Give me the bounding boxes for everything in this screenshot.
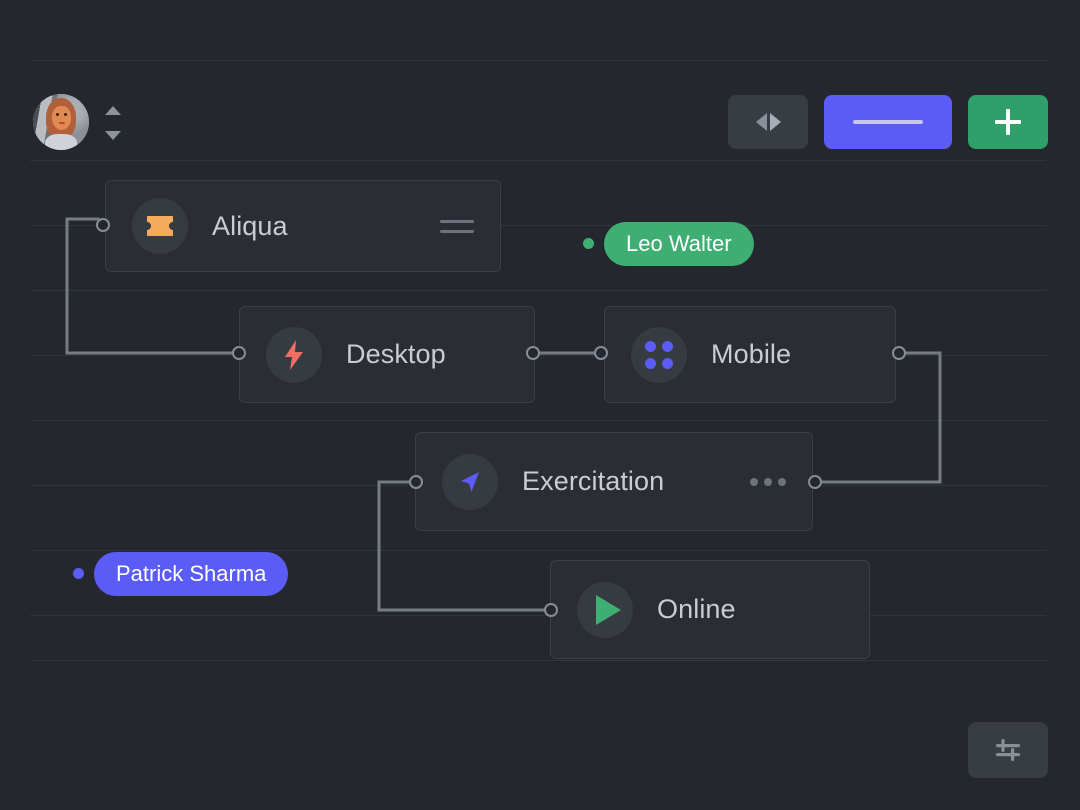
minus-button[interactable] <box>824 95 952 149</box>
pill-label: Leo Walter <box>626 231 732 256</box>
node-label: Desktop <box>346 339 446 369</box>
node-online[interactable]: Online <box>550 560 870 659</box>
navigation-arrow-icon-svg <box>461 471 479 492</box>
equals-menu-icon[interactable] <box>440 219 474 233</box>
port-exercitation-right[interactable] <box>808 475 822 489</box>
node-aliqua[interactable]: Aliqua <box>105 180 501 272</box>
port-desktop-left[interactable] <box>232 346 246 360</box>
grid-line <box>30 550 1046 551</box>
collapse-expand-button[interactable] <box>728 95 808 149</box>
grid-line <box>30 615 1046 616</box>
ticket-icon-svg <box>147 216 173 236</box>
status-dot-patrick-sharma <box>73 568 84 579</box>
avatar-eye-right <box>64 113 67 116</box>
port-mobile-left[interactable] <box>594 346 608 360</box>
node-label: Exercitation <box>522 466 665 496</box>
navigation-arrow-icon <box>442 453 498 510</box>
grid-dots-icon <box>631 326 687 383</box>
chevron-down-icon[interactable] <box>105 131 121 140</box>
node-mobile[interactable]: Mobile <box>604 306 896 403</box>
node-exercitation[interactable]: Exercitation <box>415 432 813 531</box>
ticket-icon <box>132 198 188 254</box>
avatar-eye-left <box>56 113 59 116</box>
plus-icon <box>995 109 1021 135</box>
avatar-face <box>52 106 71 130</box>
status-dot-leo-walter <box>583 238 594 249</box>
avatar-image <box>33 94 89 150</box>
reorder-control[interactable] <box>103 106 123 140</box>
grid-line <box>30 160 1046 161</box>
dots-menu-icon[interactable] <box>750 477 786 486</box>
grid-line <box>30 660 1046 661</box>
port-online-left[interactable] <box>544 603 558 617</box>
port-mobile-right[interactable] <box>892 346 906 360</box>
node-label: Aliqua <box>212 210 288 241</box>
grid-line <box>30 60 1046 61</box>
bolt-icon <box>266 326 322 383</box>
port-desktop-right[interactable] <box>526 346 540 360</box>
port-aliqua-left[interactable] <box>96 218 110 232</box>
chevron-up-icon[interactable] <box>105 106 121 115</box>
node-label: Mobile <box>711 339 792 369</box>
port-exercitation-left[interactable] <box>409 475 423 489</box>
grid-line <box>30 290 1046 291</box>
node-label: Online <box>657 594 736 624</box>
node-desktop[interactable]: Desktop <box>239 306 535 403</box>
avatar-mouth <box>59 122 65 124</box>
bolt-icon-svg <box>285 339 303 370</box>
settings-button[interactable] <box>968 722 1048 778</box>
add-button[interactable] <box>968 95 1048 149</box>
grid-line <box>30 420 1046 421</box>
minus-icon <box>853 120 923 124</box>
avatar-body <box>45 134 77 150</box>
play-icon <box>577 581 633 638</box>
pill-leo-walter[interactable]: Leo Walter <box>604 222 754 266</box>
avatar[interactable] <box>33 94 89 150</box>
pill-label: Patrick Sharma <box>116 561 267 586</box>
arrows-horizontal-icon <box>755 113 781 131</box>
sliders-icon <box>996 739 1020 761</box>
pill-patrick-sharma[interactable]: Patrick Sharma <box>94 552 289 596</box>
grid-line <box>30 225 1046 226</box>
